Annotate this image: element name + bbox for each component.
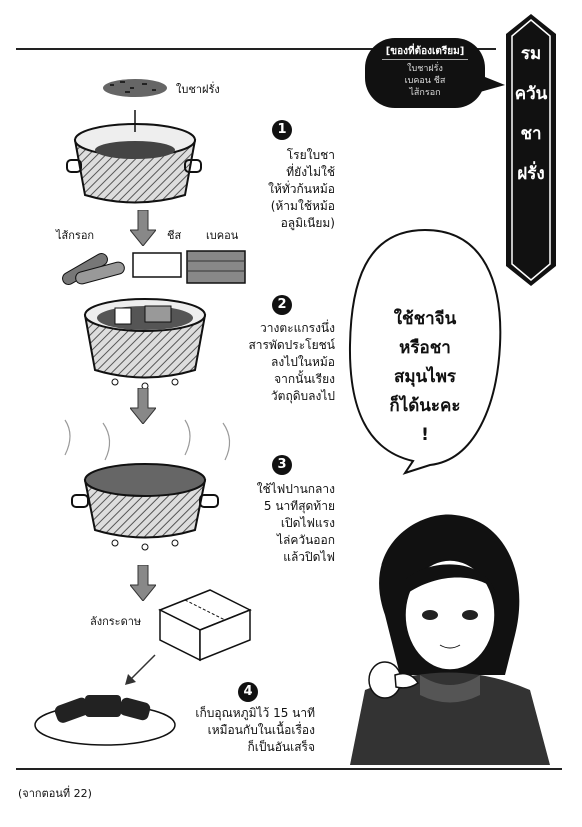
requirements-pointer	[480, 75, 505, 92]
pot-with-ingredients-illustration	[83, 298, 207, 390]
title-line-3: ชา	[520, 124, 542, 144]
title-line-2: ควัน	[514, 84, 548, 104]
requirements-items: ใบชาฝรั่ง เบคอน ชีส ไส้กรอก	[404, 64, 446, 98]
step-4-text: เก็บอุณหภูมิไว้ 15 นาที เหมือนกับในเนื้อ…	[195, 706, 315, 754]
bacon-illustration	[186, 250, 246, 284]
cheese-illustration	[132, 252, 182, 278]
down-arrow-2	[130, 388, 156, 424]
bacon-label: เบคอน	[206, 229, 239, 242]
finished-dish-illustration	[34, 695, 176, 746]
title-line-1: รม	[520, 44, 542, 64]
tea-leaves-label: ใบชาฝรั่ง	[176, 83, 220, 96]
diagonal-arrow	[125, 654, 156, 685]
step-4-number: 4	[238, 682, 258, 702]
top-rule	[16, 48, 496, 50]
sausage-label: ไส้กรอก	[56, 229, 95, 242]
step-3-text: ใช้ไฟปานกลาง 5 นาทีสุดท้าย เปิดไฟแรง ไล่…	[256, 482, 335, 564]
tea-leaves-illustration	[103, 79, 167, 97]
down-arrow-1	[130, 210, 156, 246]
speech-bubble	[348, 228, 502, 475]
woman-character-illustration	[350, 514, 550, 765]
smoke-illustration	[64, 419, 231, 461]
title-line-4: ฝรั่ง	[517, 164, 545, 184]
cheese-label: ชีส	[167, 229, 182, 242]
covered-pot-illustration	[64, 419, 231, 551]
ingredients-illustration	[62, 250, 246, 285]
source-footnote: (จากตอนที่ 22)	[18, 787, 92, 800]
title-banner-text: รม ควัน ชา ฝรั่ง	[506, 34, 556, 194]
bottom-rule	[16, 768, 562, 770]
down-arrow-3	[130, 565, 156, 601]
step-1-number: 1	[272, 120, 292, 140]
step-1-text: โรยใบชา ที่ยังไม่ใช้ ให้ทั่วก้นหม้อ (ห้า…	[268, 148, 335, 230]
step-2-text: วางตะแกรงนึ่ง สารพัดประโยชน์ ลงไปในหม้อ …	[248, 321, 335, 403]
step-3-number: 3	[272, 455, 292, 475]
cardboard-box-illustration	[158, 589, 252, 662]
speech-text: ใช้ชาจีน หรือชา สมุนไพร ก็ได้นะคะ !	[389, 309, 461, 445]
cardboard-box-label: ลังกระดาษ	[90, 615, 142, 628]
step-2-number: 2	[272, 295, 292, 315]
requirements-box: [ของที่ต้องเตรียม] ใบชาฝรั่ง เบคอน ชีส ไ…	[365, 38, 485, 108]
sausage-illustration	[62, 253, 125, 285]
requirements-title: [ของที่ต้องเตรียม]	[381, 44, 469, 60]
title-banner	[506, 14, 556, 286]
pot-with-tea-illustration	[66, 110, 202, 204]
